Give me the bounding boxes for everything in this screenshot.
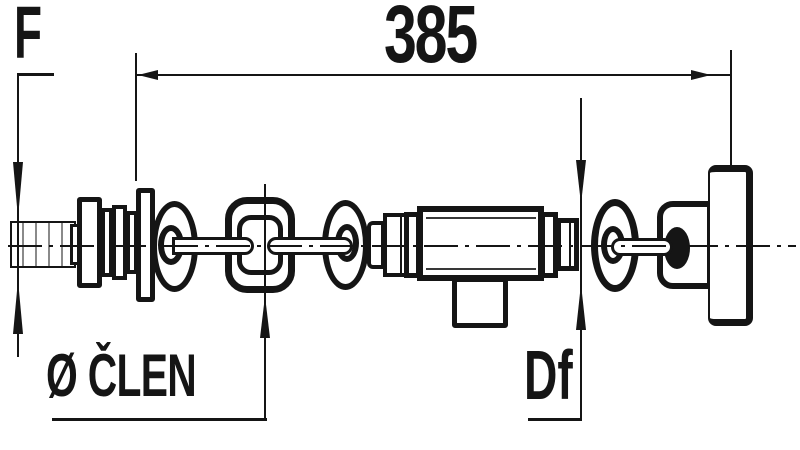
washer-plate: [101, 208, 113, 277]
pin-rod: [611, 238, 673, 256]
turnbuckle-inner-line-top: [426, 217, 536, 219]
threaded-rod: [10, 221, 76, 268]
len-arrow: [260, 296, 270, 338]
dimension-385-value: 385: [383, 0, 478, 80]
mounting-tab: [452, 277, 508, 328]
thread-tick: [61, 223, 63, 266]
label-f: F: [14, 0, 43, 74]
f-label-underline: [18, 73, 54, 76]
df-arrow-bottom: [576, 284, 586, 330]
f-arrow-top: [13, 162, 23, 218]
df-arrow-top: [576, 160, 586, 204]
label-df: Df: [524, 336, 573, 414]
f-arrow-bottom: [13, 280, 23, 334]
extension-line-385-right: [730, 50, 732, 166]
thread-tick: [22, 223, 24, 266]
df-dimension-line: [580, 98, 582, 420]
thread-tick: [48, 223, 50, 266]
dim-385-arrow-right: [691, 70, 711, 80]
thread-tick: [35, 223, 37, 266]
df-label-underline: [528, 418, 582, 421]
hex-nut: [77, 197, 102, 288]
adjuster-block: [112, 205, 127, 280]
len-label-underline: [52, 418, 267, 421]
turnbuckle-inner-line-bottom: [426, 268, 536, 270]
centerline: [8, 245, 796, 247]
dimension-385-line: [137, 74, 731, 76]
dim-385-arrow-left: [138, 70, 158, 80]
label-len-diameter: Ø ČLEN: [46, 342, 197, 409]
extension-line-385-left: [135, 53, 137, 181]
end-fitting-line: [569, 220, 571, 269]
end-fitting: [556, 218, 579, 271]
